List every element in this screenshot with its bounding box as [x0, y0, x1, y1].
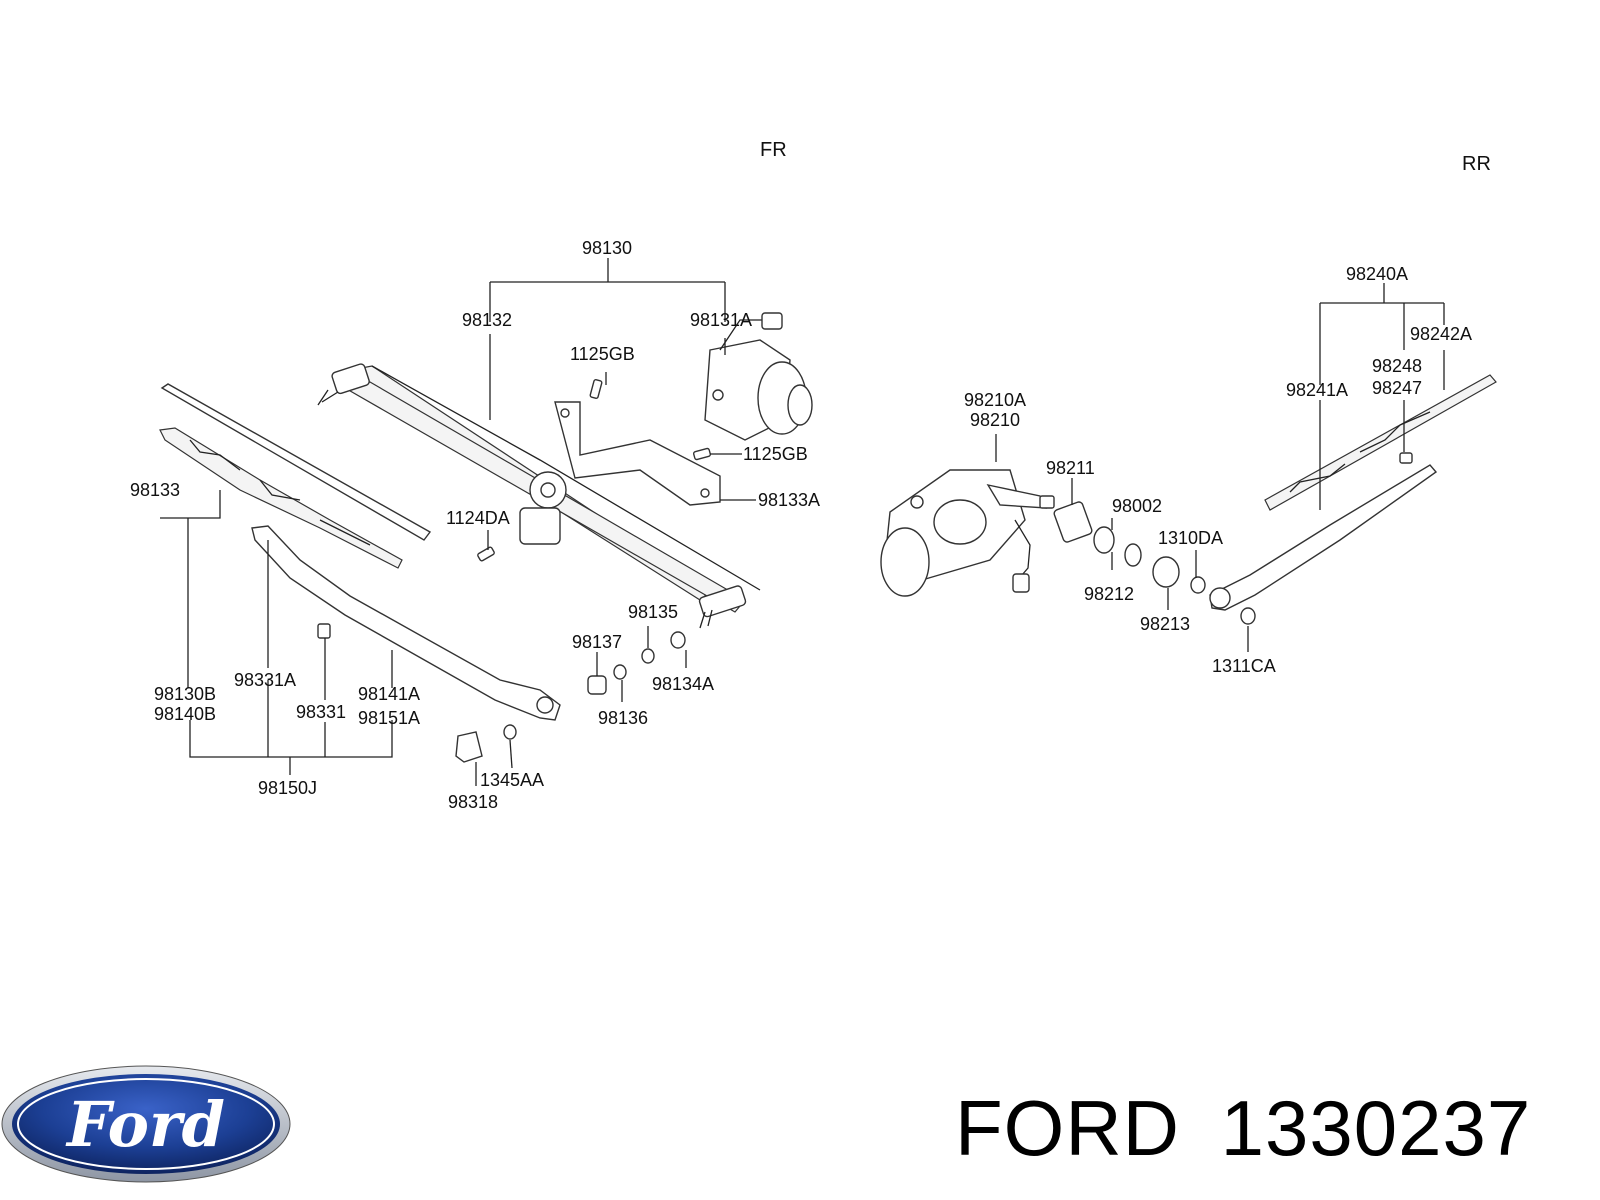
- label-98130: 98130: [582, 238, 632, 258]
- rear-wiper-motor: [880, 469, 1055, 597]
- label-1345aa: 1345AA: [480, 770, 544, 790]
- label-98137: 98137: [572, 632, 622, 652]
- label-98211: 98211: [1046, 458, 1095, 478]
- rear-wiper-blade: [1264, 374, 1497, 511]
- label-1125gb-right: 1125GB: [743, 444, 808, 464]
- bolt-1124da: [477, 546, 495, 562]
- brand-name: FORD: [955, 1084, 1180, 1172]
- ford-logo-script: Ford: [65, 1088, 225, 1161]
- label-1310da: 1310DA: [1158, 528, 1223, 548]
- label-1311ca: 1311CA: [1212, 656, 1276, 676]
- label-98131a: 98131A: [690, 310, 752, 330]
- label-98133: 98133: [130, 480, 180, 500]
- label-98241a: 98241A: [1286, 380, 1348, 400]
- label-98247: 98247: [1372, 378, 1422, 398]
- label-1125gb-top: 1125GB: [570, 344, 635, 364]
- label-98318: 98318: [448, 792, 498, 812]
- label-98213: 98213: [1140, 614, 1190, 634]
- front-wiper-arm: [251, 525, 561, 721]
- bolt-1125gb-top: [589, 379, 603, 399]
- label-98130b: 98130B: [154, 684, 216, 704]
- rear-small-parts: [1053, 501, 1256, 625]
- front-wiper-blades: [159, 383, 432, 569]
- label-98134a: 98134A: [652, 674, 714, 694]
- label-98331: 98331: [296, 702, 346, 722]
- label-98140b: 98140B: [154, 704, 216, 724]
- label-98136: 98136: [598, 708, 648, 728]
- front-linkage-drawing: [317, 363, 761, 629]
- label-98150j: 98150J: [258, 778, 317, 798]
- ford-logo: Ford: [1, 1065, 291, 1183]
- front-wiper-motor: [704, 312, 813, 441]
- section-rear-label: RR: [1462, 153, 1491, 175]
- label-98240a: 98240A: [1346, 264, 1408, 284]
- front-small-parts: [455, 631, 686, 763]
- label-98210a: 98210A: [964, 390, 1026, 410]
- label-98331a: 98331A: [234, 670, 296, 690]
- section-front-label: FR: [760, 139, 787, 161]
- label-98141a: 98141A: [358, 684, 420, 704]
- label-98151a: 98151A: [358, 708, 420, 728]
- label-98210: 98210: [970, 410, 1020, 430]
- label-98248: 98248: [1372, 356, 1422, 376]
- part-number: 1330237: [1220, 1084, 1532, 1172]
- part-title: FORD 1330237: [955, 1078, 1575, 1178]
- label-98132: 98132: [462, 310, 512, 330]
- label-1124da: 1124DA: [446, 508, 510, 528]
- leader-lines: [160, 258, 1445, 786]
- bolt-1125gb-right: [692, 447, 712, 461]
- label-98212: 98212: [1084, 584, 1134, 604]
- label-98135: 98135: [628, 602, 678, 622]
- rear-wiper-arm: [1209, 464, 1438, 611]
- label-98133a: 98133A: [758, 490, 820, 510]
- label-98002: 98002: [1112, 496, 1162, 516]
- label-98242a: 98242A: [1410, 324, 1472, 344]
